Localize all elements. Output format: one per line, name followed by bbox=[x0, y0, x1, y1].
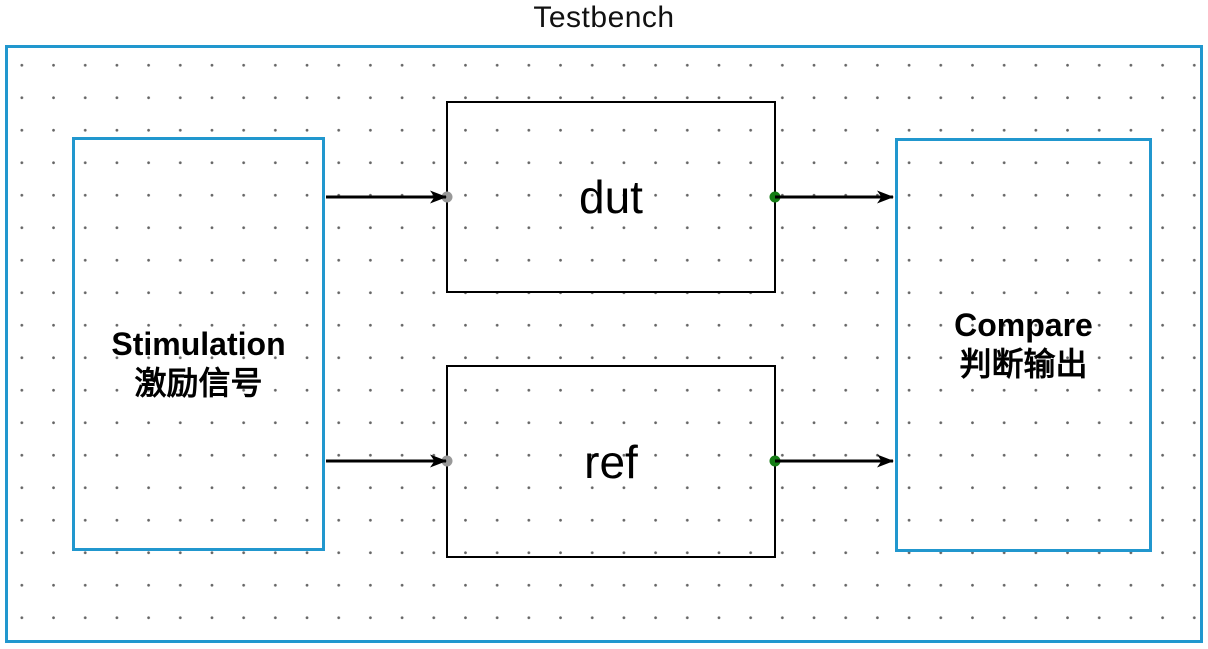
compare-label: Compare 判断输出 bbox=[954, 306, 1093, 384]
stimulation-label-en: Stimulation bbox=[111, 325, 286, 362]
dut-block: dut bbox=[446, 101, 776, 293]
stimulation-label: Stimulation 激励信号 bbox=[111, 325, 285, 403]
dut-label: dut bbox=[579, 171, 643, 223]
ref-block: ref bbox=[446, 365, 776, 558]
compare-label-zh: 判断输出 bbox=[959, 346, 1088, 382]
testbench-boundary bbox=[5, 45, 1203, 643]
compare-block: Compare 判断输出 bbox=[895, 138, 1152, 552]
stimulation-block: Stimulation 激励信号 bbox=[72, 137, 325, 551]
ref-label: ref bbox=[584, 435, 638, 488]
compare-label-en: Compare bbox=[954, 306, 1093, 343]
stimulation-label-zh: 激励信号 bbox=[134, 365, 263, 401]
diagram-title: Testbench bbox=[533, 1, 675, 34]
